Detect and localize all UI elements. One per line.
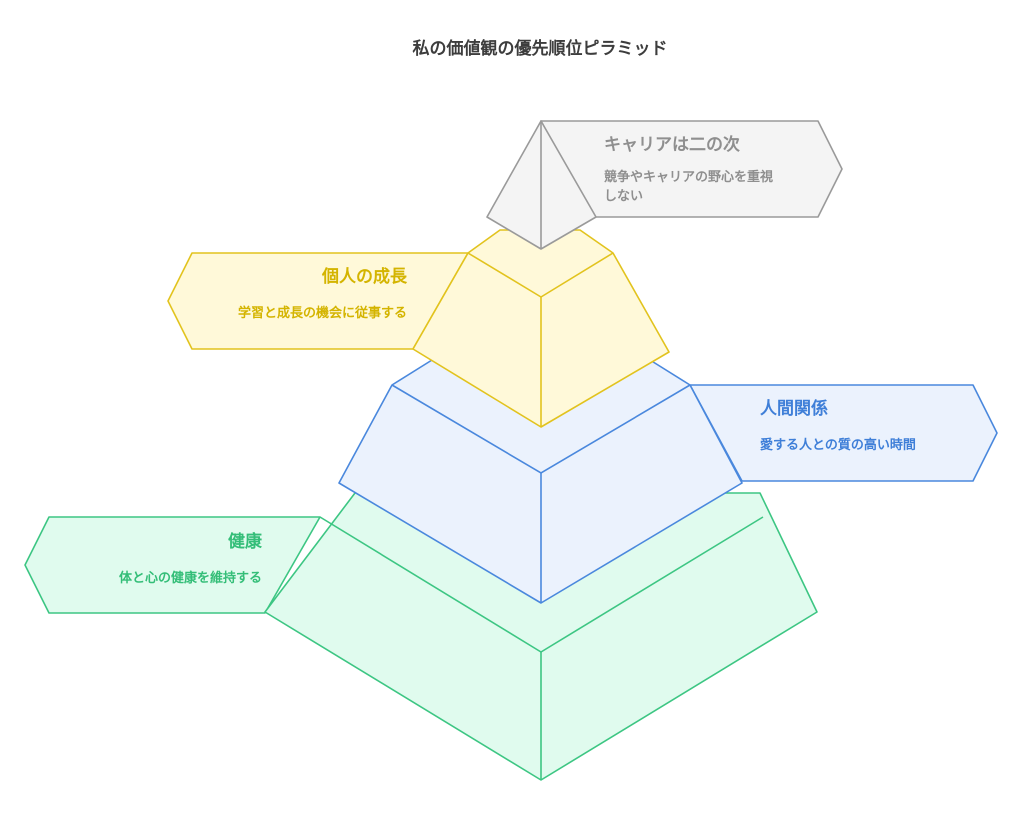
career-description-line-1: 競争やキャリアの野心を重視 (604, 169, 773, 185)
growth-label-banner (167, 252, 469, 350)
career-description-line-2: しない (604, 189, 643, 204)
level-growth: 個人の成長 学習と成長の機会に従事する (167, 229, 670, 428)
relationships-label-banner (689, 384, 998, 482)
diagram-title: 私の価値観の優先順位ピラミッド (413, 38, 668, 59)
career-title: キャリアは二の次 (604, 134, 740, 155)
level-career: キャリアは二の次 競争やキャリアの野心を重視 しない (486, 120, 843, 250)
relationships-description: 愛する人との質の高い時間 (760, 437, 916, 453)
level-health: 健康 体と心の健康を維持する (24, 492, 818, 781)
health-title: 健康 (228, 531, 263, 552)
growth-description: 学習と成長の機会に従事する (238, 305, 407, 321)
health-description: 体と心の健康を維持する (119, 570, 262, 586)
relationships-title: 人間関係 (760, 398, 828, 419)
growth-title: 個人の成長 (321, 266, 408, 287)
health-label-banner (24, 516, 321, 614)
